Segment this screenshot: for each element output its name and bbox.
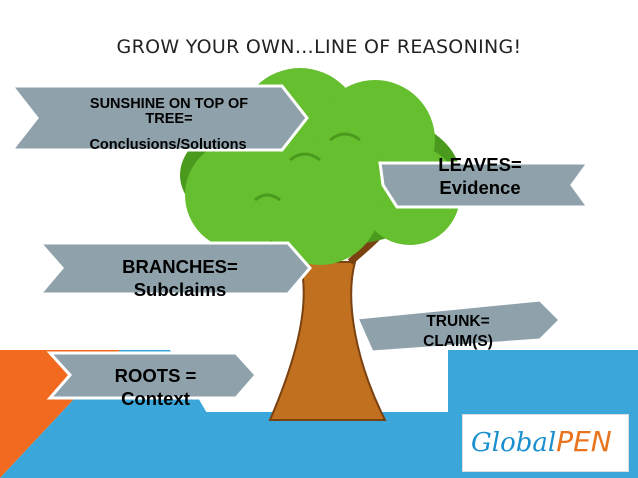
logo-text-pen: PEN xyxy=(556,425,612,458)
logo-text: GlobalPEN xyxy=(471,425,612,458)
trunk-label-line1: TRUNK= xyxy=(426,313,490,330)
leaves-label-line1: LEAVES= xyxy=(438,154,522,175)
trunk-label-line2: CLAIM(S) xyxy=(423,333,493,351)
sunshine-label-line1: SUNSHINE ON TOP OF xyxy=(89,96,249,112)
tree-trunk xyxy=(268,261,387,421)
arrow-sunshine xyxy=(8,84,309,152)
arrow-roots xyxy=(46,351,259,400)
arrow-trunk xyxy=(354,298,563,354)
sunshine-label-line2: TREE= xyxy=(145,111,193,128)
branches-label-line1: BRANCHES= xyxy=(122,256,238,277)
roots-label-line2: Context xyxy=(121,388,190,410)
sunshine-label-line3: Conclusions/Solutions xyxy=(89,137,247,153)
leaves-label: LEAVES= Evidence xyxy=(420,153,540,199)
trunk-label: TRUNK= CLAIM(S) xyxy=(398,312,518,352)
arrow-branches xyxy=(36,241,312,296)
branches-label: BRANCHES= Subclaims xyxy=(95,255,265,301)
arrow-leaves xyxy=(378,161,591,209)
blue-band-bottom xyxy=(180,412,448,478)
globalpen-logo: GlobalPEN xyxy=(462,414,629,472)
roots-label: ROOTS = Context xyxy=(88,364,223,410)
page-title: GROW YOUR OWN…LINE OF REASONING! xyxy=(116,36,522,58)
sunshine-label: SUNSHINE ON TOP OF TREE= xyxy=(54,96,284,128)
roots-label-line1: ROOTS = xyxy=(114,365,197,386)
leaves-label-line2: Evidence xyxy=(439,177,521,199)
logo-text-global: Global xyxy=(471,428,557,458)
branches-label-line2: Subclaims xyxy=(133,279,227,301)
